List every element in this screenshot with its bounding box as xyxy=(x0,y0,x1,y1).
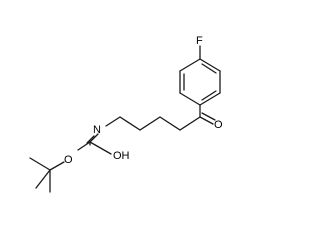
bond-o-cq xyxy=(49,161,65,171)
atom-ether-oxygen: O xyxy=(64,154,73,166)
bond-carbonyl-o xyxy=(199,116,214,125)
atom-hydroxyl: OH xyxy=(113,150,130,162)
atom-nitrogen: N xyxy=(93,124,101,136)
alkyl-chain xyxy=(105,116,201,131)
atom-ketone-oxygen: O xyxy=(214,119,223,131)
bond-c-n-double xyxy=(86,135,95,144)
bond-c-o-ether xyxy=(77,141,91,151)
chemical-structure: F O N OH O xyxy=(29,35,223,193)
benzene-ring xyxy=(179,58,221,106)
atom-fluorine: F xyxy=(196,35,203,47)
bond-n-c xyxy=(89,133,99,143)
tert-butyl-group xyxy=(29,157,51,193)
